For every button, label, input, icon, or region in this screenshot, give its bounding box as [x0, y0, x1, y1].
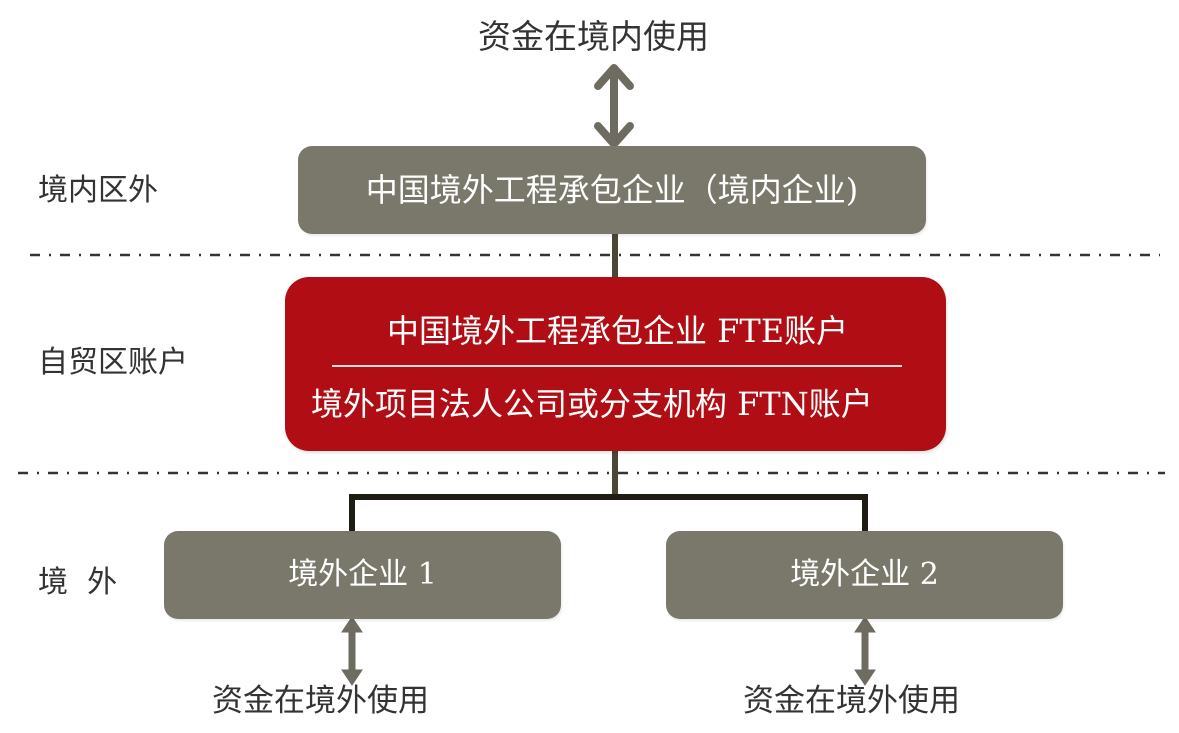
double-arrow-icon-top: [594, 64, 634, 148]
fte-account-label: 中国境外工程承包企业 FTE账户: [387, 312, 849, 350]
domestic-enterprise-label: 中国境外工程承包企业（境内企业): [365, 171, 859, 209]
ftz-box-divider: [332, 365, 902, 367]
overseas-usage-label-2: 资金在境外使用: [743, 683, 960, 719]
connector-branch: [349, 494, 868, 533]
top-usage-label: 资金在境内使用: [478, 17, 709, 56]
zone-label-ftz-account: 自贸区账户: [38, 345, 188, 380]
domestic-enterprise-box: 中国境外工程承包企业（境内企业): [298, 146, 926, 234]
ftz-account-box: 中国境外工程承包企业 FTE账户 境外项目法人公司或分支机构 FTN账户: [285, 277, 946, 451]
double-arrow-icon-right: [854, 616, 876, 686]
ftn-account-label: 境外项目法人公司或分支机构 FTN账户: [311, 385, 873, 423]
overseas-enterprise-label-1: 境外企业 1: [288, 557, 437, 592]
overseas-enterprise-box-2: 境外企业 2: [666, 531, 1063, 619]
double-arrow-icon-left: [341, 616, 363, 686]
overseas-enterprise-label-2: 境外企业 2: [790, 557, 939, 592]
zone-label-domestic-offshore: 境内区外: [38, 173, 158, 208]
overseas-enterprise-box-1: 境外企业 1: [164, 531, 561, 619]
zone-label-overseas: 境 外: [38, 565, 118, 600]
overseas-usage-label-1: 资金在境外使用: [212, 683, 429, 719]
